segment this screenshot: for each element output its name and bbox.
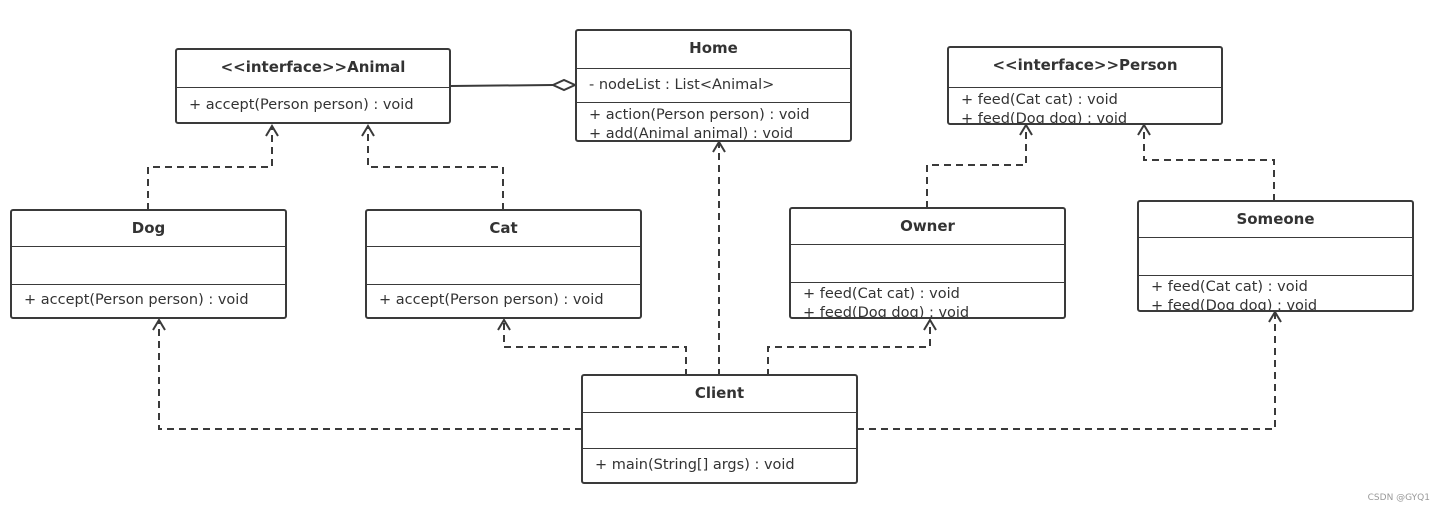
- arrowhead-client-dog: [152, 318, 166, 331]
- method: + feed(Cat cat) : void: [1151, 279, 1308, 295]
- attributes-section: [367, 247, 640, 285]
- class-animal[interactable]: <<interface>>Animal + accept(Person pers…: [175, 48, 451, 124]
- method: + feed(Cat cat) : void: [961, 92, 1118, 108]
- arrowhead-owner-person: [1019, 123, 1033, 136]
- methods-section: + accept(Person person) : void: [177, 88, 449, 122]
- class-title: Owner: [791, 209, 1064, 245]
- edge-dog-animal: [147, 126, 273, 210]
- method: + action(Person person) : void: [589, 107, 810, 123]
- arrowhead-dog-animal: [265, 124, 279, 137]
- edge-client-dog: [158, 320, 582, 430]
- aggregation-line: [450, 84, 554, 87]
- arrowhead-cat-animal: [361, 124, 375, 137]
- method: + feed(Dog dog) : void: [1151, 298, 1318, 312]
- class-title: <<interface>>Person: [949, 48, 1221, 88]
- method: + accept(Person person) : void: [379, 292, 604, 308]
- edge-client-someone: [857, 312, 1276, 430]
- class-title: Cat: [367, 211, 640, 247]
- arrowhead-client-owner: [923, 318, 937, 331]
- methods-section: + main(String[] args) : void: [583, 449, 856, 479]
- class-title: <<interface>>Animal: [177, 50, 449, 88]
- method: + feed(Cat cat) : void: [803, 286, 960, 302]
- attributes-section: - nodeList : List<Animal>: [577, 69, 850, 103]
- method: + feed(Dog dog) : void: [961, 111, 1128, 125]
- arrowhead-someone-person: [1137, 123, 1151, 136]
- class-title: Someone: [1139, 202, 1412, 238]
- class-title: Home: [577, 31, 850, 69]
- attributes-section: [12, 247, 285, 285]
- methods-section: + feed(Cat cat) : void + feed(Dog dog) :…: [791, 283, 1064, 319]
- class-dog[interactable]: Dog + accept(Person person) : void: [10, 209, 287, 319]
- method: + feed(Dog dog) : void: [803, 305, 970, 319]
- class-person[interactable]: <<interface>>Person + feed(Cat cat) : vo…: [947, 46, 1223, 125]
- edge-someone-person: [1143, 125, 1275, 201]
- methods-section: + feed(Cat cat) : void + feed(Dog dog) :…: [1139, 276, 1412, 312]
- methods-section: + accept(Person person) : void: [12, 285, 285, 314]
- method: + main(String[] args) : void: [595, 457, 795, 473]
- class-someone[interactable]: Someone + feed(Cat cat) : void + feed(Do…: [1137, 200, 1414, 312]
- attributes-section: [583, 413, 856, 449]
- class-title: Dog: [12, 211, 285, 247]
- aggregation-diamond: [550, 78, 578, 92]
- watermark: CSDN @GYQ1: [1367, 493, 1430, 503]
- class-owner[interactable]: Owner + feed(Cat cat) : void + feed(Dog …: [789, 207, 1066, 319]
- attribute: - nodeList : List<Animal>: [589, 77, 775, 93]
- edge-owner-person: [926, 125, 1027, 208]
- methods-section: + action(Person person) : void + add(Ani…: [577, 103, 850, 142]
- arrowhead-client-home: [712, 140, 726, 153]
- methods-section: + accept(Person person) : void: [367, 285, 640, 314]
- arrowhead-client-cat: [497, 318, 511, 331]
- edge-client-cat: [503, 320, 687, 376]
- class-home[interactable]: Home - nodeList : List<Animal> + action(…: [575, 29, 852, 142]
- edge-client-owner: [767, 320, 931, 376]
- methods-section: + feed(Cat cat) : void + feed(Dog dog) :…: [949, 88, 1221, 125]
- edge-cat-animal: [367, 126, 504, 210]
- arrowhead-client-someone: [1268, 310, 1282, 323]
- edge-home-animal: [450, 78, 578, 92]
- class-client[interactable]: Client + main(String[] args) : void: [581, 374, 858, 484]
- method: + add(Animal animal) : void: [589, 126, 794, 142]
- method: + accept(Person person) : void: [24, 292, 249, 308]
- class-title: Client: [583, 376, 856, 413]
- method: + accept(Person person) : void: [189, 97, 414, 113]
- attributes-section: [791, 245, 1064, 283]
- class-cat[interactable]: Cat + accept(Person person) : void: [365, 209, 642, 319]
- attributes-section: [1139, 238, 1412, 276]
